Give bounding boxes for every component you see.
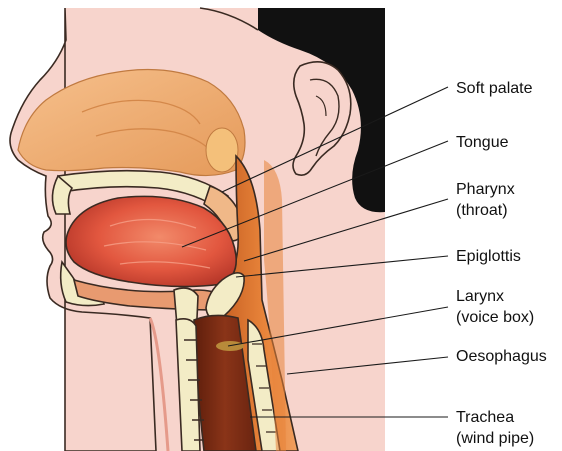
adenoid-bulb — [206, 128, 238, 172]
label-trachea: Trachea (wind pipe) — [456, 409, 534, 447]
label-oesophagus: Oesophagus — [456, 348, 547, 365]
label-epiglottis: Epiglottis — [456, 248, 521, 265]
label-tongue: Tongue — [456, 134, 509, 151]
label-pharynx: Pharynx (throat) — [456, 181, 519, 219]
label-soft-palate: Soft palate — [456, 80, 533, 97]
label-larynx: Larynx (voice box) — [456, 288, 534, 326]
labels: Soft palate Tongue Pharynx (throat) Epig… — [456, 80, 547, 447]
